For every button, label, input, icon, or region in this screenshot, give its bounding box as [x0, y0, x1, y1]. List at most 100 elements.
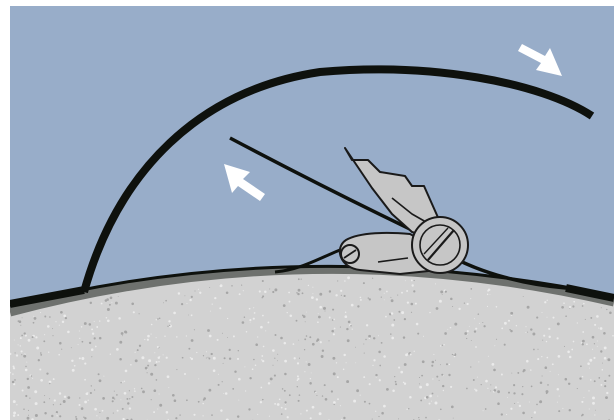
concrete-speckle [351, 328, 353, 330]
concrete-speckle [168, 387, 170, 389]
concrete-speckle [440, 345, 442, 347]
concrete-speckle [552, 316, 555, 319]
concrete-speckle [336, 376, 339, 379]
concrete-speckle [359, 394, 361, 396]
concrete-speckle [155, 319, 158, 321]
concrete-speckle [34, 414, 38, 417]
concrete-speckle [23, 332, 26, 335]
concrete-speckle [403, 317, 407, 321]
concrete-speckle [277, 360, 279, 362]
concrete-speckle [517, 401, 519, 403]
concrete-speckle [262, 345, 265, 348]
concrete-speckle [166, 375, 170, 379]
concrete-speckle [606, 391, 609, 395]
concrete-speckle [368, 402, 371, 405]
concrete-speckle [245, 390, 247, 392]
concrete-speckle [158, 317, 161, 319]
concrete-speckle [343, 294, 346, 298]
concrete-speckle [249, 321, 251, 323]
concrete-speckle [353, 399, 357, 403]
concrete-speckle [363, 343, 365, 345]
concrete-speckle [71, 359, 74, 363]
concrete-speckle [51, 414, 54, 418]
concrete-speckle [567, 350, 570, 354]
concrete-speckle [596, 345, 598, 347]
concrete-speckle [30, 375, 33, 377]
concrete-speckle [490, 390, 492, 392]
concrete-speckle [430, 400, 433, 402]
concrete-speckle [527, 331, 529, 333]
concrete-speckle [344, 315, 348, 319]
concrete-speckle [106, 319, 110, 323]
concrete-speckle [61, 320, 65, 324]
concrete-speckle [108, 303, 111, 306]
concrete-speckle [99, 411, 101, 413]
concrete-speckle [269, 288, 271, 290]
concrete-speckle [49, 382, 51, 385]
concrete-speckle [525, 332, 527, 333]
concrete-speckle [410, 302, 414, 306]
concrete-speckle [500, 373, 503, 376]
concrete-speckle [328, 340, 330, 342]
concrete-speckle [365, 324, 369, 327]
concrete-speckle [39, 368, 42, 371]
concrete-speckle [190, 314, 193, 317]
concrete-speckle [311, 405, 315, 409]
concrete-speckle [390, 312, 394, 315]
concrete-speckle [274, 357, 276, 359]
concrete-speckle [211, 414, 213, 416]
concrete-speckle [26, 377, 29, 381]
concrete-speckle [284, 359, 287, 363]
concrete-speckle [592, 396, 595, 400]
concrete-speckle [545, 390, 549, 394]
concrete-speckle [274, 334, 277, 336]
concrete-speckle [487, 387, 489, 390]
concrete-speckle [380, 296, 382, 298]
concrete-speckle [190, 295, 193, 298]
concrete-speckle [175, 417, 178, 420]
concrete-speckle [106, 416, 110, 420]
concrete-speckle [556, 388, 560, 391]
concrete-speckle [281, 388, 284, 390]
concrete-speckle [25, 365, 27, 368]
concrete-speckle [14, 379, 16, 381]
concrete-speckle [415, 322, 419, 326]
concrete-speckle [483, 325, 486, 328]
concrete-speckle [530, 328, 533, 331]
concrete-speckle [11, 380, 15, 384]
concrete-speckle [173, 399, 177, 402]
concrete-speckle [583, 302, 585, 305]
concrete-speckle [138, 313, 140, 315]
concrete-speckle [252, 317, 255, 320]
concrete-speckle [311, 342, 315, 346]
concrete-speckle [48, 380, 52, 384]
concrete-speckle [375, 410, 377, 412]
concrete-speckle [494, 386, 498, 389]
concrete-speckle [434, 401, 438, 405]
concrete-speckle [541, 375, 543, 377]
concrete-speckle [305, 361, 307, 363]
concrete-speckle [486, 293, 489, 296]
concrete-speckle [595, 409, 596, 411]
concrete-speckle [91, 332, 95, 335]
concrete-speckle [150, 333, 152, 335]
concrete-speckle [158, 361, 160, 363]
concrete-speckle [130, 363, 132, 366]
concrete-speckle [193, 329, 195, 331]
concrete-speckle [428, 402, 431, 405]
concrete-speckle [590, 316, 593, 319]
concrete-speckle [241, 321, 245, 324]
concrete-speckle [312, 293, 314, 295]
concrete-speckle [448, 373, 451, 377]
concrete-speckle [44, 334, 46, 336]
concrete-speckle [67, 396, 71, 399]
concrete-speckle [98, 379, 102, 383]
concrete-speckle [569, 308, 571, 310]
concrete-speckle [293, 357, 296, 360]
concrete-speckle [482, 321, 484, 324]
concrete-speckle [594, 414, 596, 416]
concrete-speckle [406, 290, 409, 292]
concrete-speckle [556, 337, 559, 340]
concrete-speckle [150, 323, 153, 326]
concrete-speckle [125, 331, 128, 334]
